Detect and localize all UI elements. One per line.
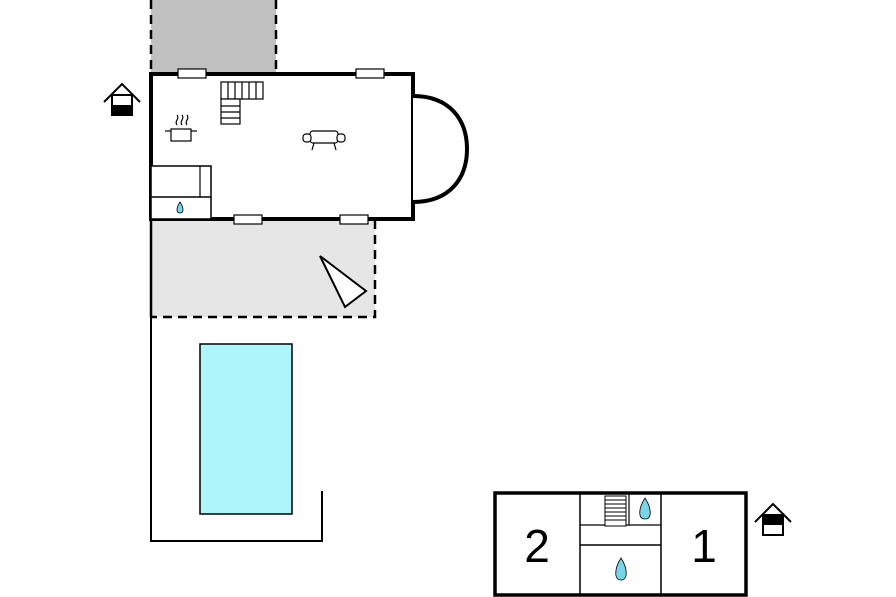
- water-drop-icon: [615, 557, 627, 581]
- sofa-icon: [302, 130, 346, 151]
- main-house: [149, 68, 470, 225]
- floor-key: 2 1: [493, 491, 748, 597]
- stairs-icon: [220, 81, 264, 125]
- house-entrance-icon: [103, 82, 141, 116]
- upper-terrace: [149, 0, 278, 73]
- north-arrow-icon: [319, 255, 368, 309]
- cooking-pot-icon: [165, 114, 197, 142]
- floor-label-upper: 2: [524, 520, 550, 572]
- water-drop-icon: [176, 201, 184, 214]
- house-entrance-icon: [754, 502, 792, 536]
- window: [233, 214, 263, 225]
- window: [177, 68, 207, 79]
- pool-area: [150, 317, 323, 542]
- stairs-icon: [604, 495, 627, 527]
- floor-label-lower: 1: [691, 520, 717, 572]
- window: [339, 214, 369, 225]
- window: [355, 68, 385, 79]
- water-drop-icon: [639, 497, 651, 520]
- lower-terrace: [149, 220, 377, 319]
- swimming-pool: [199, 343, 293, 515]
